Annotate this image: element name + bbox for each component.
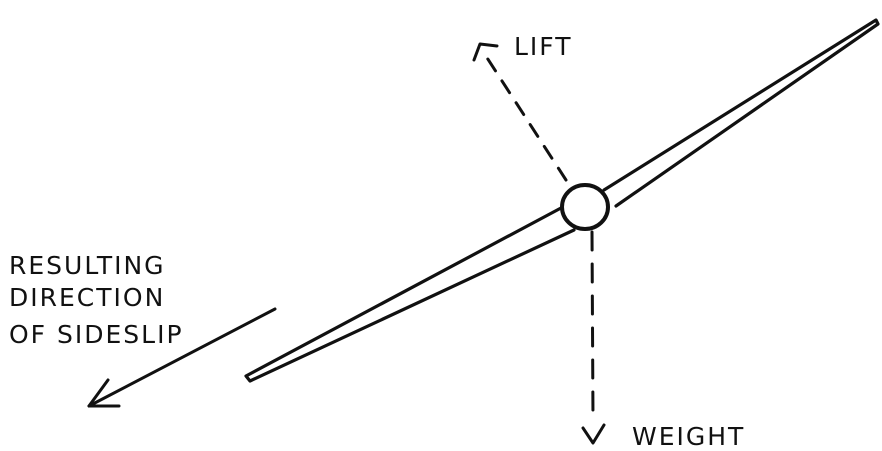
lift-dashed-line	[482, 50, 566, 180]
sideslip-label-line-1: RESULTING	[9, 251, 166, 280]
weight-dashed-line	[592, 232, 593, 420]
wing	[246, 20, 878, 381]
sideslip-label-line-2: DIRECTION	[9, 283, 165, 312]
weight-arrowhead	[583, 425, 604, 443]
lift-label: LIFT	[514, 32, 573, 61]
weight-vector	[583, 232, 604, 443]
left-wing	[246, 208, 574, 381]
fuselage	[562, 185, 608, 229]
right-wing	[604, 20, 878, 206]
sideslip-label-line-3: OF SIDESLIP	[9, 320, 184, 349]
lift-vector	[474, 44, 566, 180]
weight-label: WEIGHT	[632, 422, 745, 451]
lift-arrowhead	[474, 44, 497, 60]
